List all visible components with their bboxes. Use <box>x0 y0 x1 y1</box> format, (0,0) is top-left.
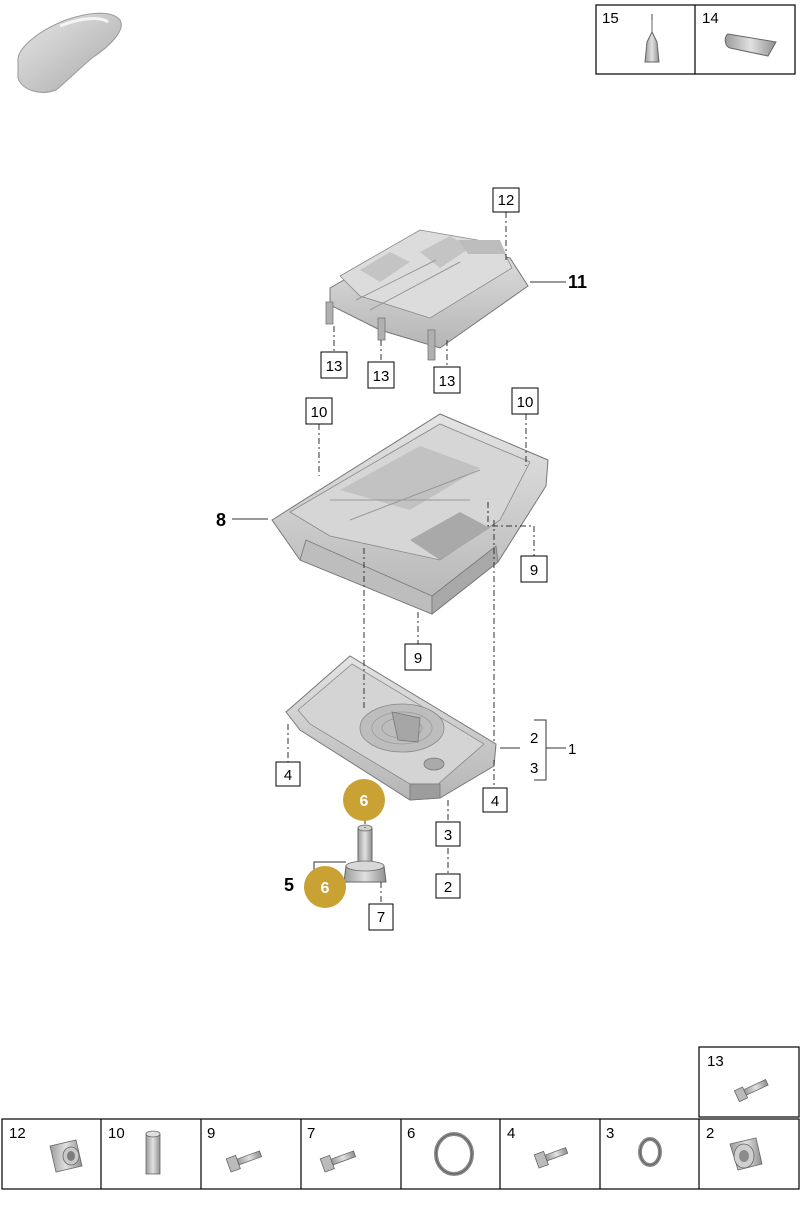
callout-12: 12 <box>492 187 520 213</box>
bolt-icon <box>319 1150 357 1173</box>
oil-pan-upper-part-8 <box>271 413 549 615</box>
legend-item-14: 14 <box>702 10 777 57</box>
svg-text:12: 12 <box>498 192 515 209</box>
callout-3-bracket: 3 <box>530 760 538 777</box>
svg-text:10: 10 <box>517 394 534 411</box>
callout-8: 8 <box>216 510 226 530</box>
callout-9-center: 9 <box>404 643 432 671</box>
svg-text:4: 4 <box>284 767 292 784</box>
legend-number: 14 <box>702 10 719 27</box>
callout-7: 7 <box>368 903 394 931</box>
callouts: 12 11 13 13 13 10 10 8 9 9 <box>216 187 587 931</box>
legend-number: 13 <box>707 1053 724 1070</box>
legend-number: 12 <box>9 1125 26 1142</box>
oil-pan-lower-part-1 <box>285 655 497 801</box>
oil-level-sensor-part-5 <box>343 824 387 883</box>
legend-number: 9 <box>207 1125 215 1142</box>
callout-10-right: 10 <box>511 387 539 415</box>
callout-6-lower: 6 <box>304 866 346 908</box>
callout-13-right: 13 <box>433 366 461 394</box>
legend-cell-4: 4 <box>507 1125 569 1169</box>
legend-number: 15 <box>602 10 619 27</box>
callout-5: 5 <box>284 875 294 895</box>
svg-text:7: 7 <box>377 909 385 926</box>
legend-cell-6: 6 <box>407 1125 474 1176</box>
callout-4-left: 4 <box>275 761 301 787</box>
callout-1: 1 <box>568 741 576 758</box>
leader-lines <box>232 212 566 904</box>
oil-baffle-part-11 <box>325 229 529 361</box>
legend-cell-12: 12 <box>9 1125 83 1173</box>
svg-text:10: 10 <box>311 404 328 421</box>
legend-cell-2: 2 <box>706 1125 763 1171</box>
drain-plug-icon <box>729 1137 763 1171</box>
dowel-pin-icon <box>145 1130 161 1175</box>
callout-6-upper: 6 <box>343 779 385 821</box>
svg-text:3: 3 <box>444 827 452 844</box>
legend-number: 3 <box>606 1125 614 1142</box>
sealing-ring-icon <box>638 1137 662 1167</box>
callout-13-left: 13 <box>320 351 348 379</box>
svg-text:9: 9 <box>530 562 538 579</box>
svg-text:6: 6 <box>360 793 369 810</box>
callout-4-right: 4 <box>482 787 508 813</box>
svg-text:13: 13 <box>439 373 456 390</box>
callout-11: 11 <box>568 272 587 292</box>
legend-number: 4 <box>507 1125 515 1142</box>
svg-text:6: 6 <box>321 880 330 897</box>
legend-number: 2 <box>706 1125 714 1142</box>
legend-item-15: 15 <box>602 10 660 63</box>
vehicle-silhouette-icon <box>17 12 122 93</box>
callout-13-middle: 13 <box>367 361 395 389</box>
callout-2-lower: 2 <box>435 873 461 899</box>
bottom-legend: 13 12 10 <box>1 1046 800 1190</box>
callout-9-right: 9 <box>520 555 548 583</box>
legend-cell-7: 7 <box>307 1125 357 1173</box>
svg-text:9: 9 <box>414 650 422 667</box>
svg-text:13: 13 <box>326 358 343 375</box>
legend-cell-10: 10 <box>108 1125 161 1175</box>
sealant-tube-icon <box>724 33 777 57</box>
bolt-icon <box>533 1147 569 1169</box>
svg-text:4: 4 <box>491 793 499 810</box>
legend-number: 6 <box>407 1125 415 1142</box>
sleeve-nut-icon <box>49 1139 83 1173</box>
oil-bottle-icon <box>644 14 660 63</box>
callout-10-left: 10 <box>305 397 333 425</box>
legend-cell-13: 13 <box>698 1046 800 1118</box>
callout-2-bracket: 2 <box>530 730 538 747</box>
o-ring-icon <box>434 1132 474 1176</box>
top-legend: 15 14 <box>595 4 796 75</box>
legend-cell-3: 3 <box>606 1125 662 1167</box>
legend-number: 7 <box>307 1125 315 1142</box>
bolt-icon <box>225 1150 263 1173</box>
svg-text:2: 2 <box>444 879 452 896</box>
legend-number: 10 <box>108 1125 125 1142</box>
legend-cell-9: 9 <box>207 1125 263 1173</box>
bolt-icon <box>733 1079 769 1103</box>
svg-text:13: 13 <box>373 368 390 385</box>
callout-3-lower: 3 <box>435 821 461 847</box>
